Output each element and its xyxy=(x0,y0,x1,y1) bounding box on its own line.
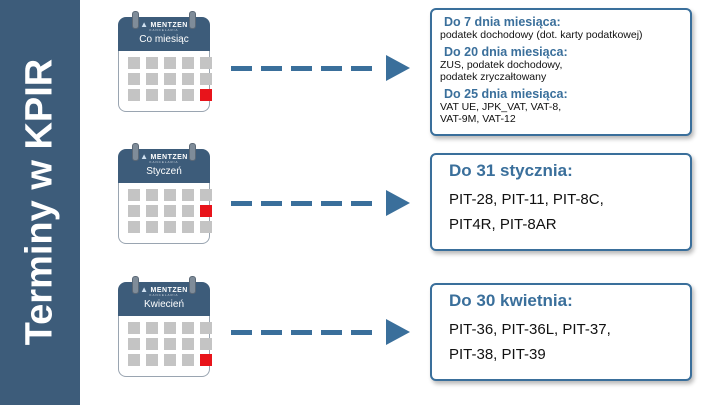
calendar-ring-icon xyxy=(189,11,196,29)
day-cell xyxy=(146,322,158,334)
deadline-text: podatek zryczałtowany xyxy=(440,71,547,83)
day-cell xyxy=(182,205,194,217)
day-cell xyxy=(164,322,176,334)
day-cell xyxy=(164,354,176,366)
calendar-ring-icon xyxy=(132,143,139,161)
day-cell xyxy=(146,221,158,233)
day-cell xyxy=(128,354,140,366)
day-cell xyxy=(146,57,158,69)
day-cell xyxy=(164,89,176,101)
day-cell xyxy=(128,338,140,350)
day-cell xyxy=(164,338,176,350)
day-cell xyxy=(182,338,194,350)
deadline-text: PIT-28, PIT-11, PIT-8C, xyxy=(449,191,604,208)
day-cell xyxy=(164,73,176,85)
deadline-heading: Do 20 dnia miesiąca: xyxy=(444,44,568,59)
day-cell xyxy=(146,338,158,350)
day-cell xyxy=(164,205,176,217)
calendar-ring-icon xyxy=(132,276,139,294)
day-cell xyxy=(182,57,194,69)
dashed-arrow-line xyxy=(231,201,372,206)
deadline-heading: Do 30 kwietnia: xyxy=(449,291,573,310)
day-cell xyxy=(146,354,158,366)
calendar-label: Styczeń xyxy=(146,166,182,177)
day-cell xyxy=(182,322,194,334)
deadline-heading: Do 31 stycznia: xyxy=(449,161,573,180)
day-cell xyxy=(200,338,212,350)
calendar-ring-icon xyxy=(189,143,196,161)
sidebar: Terminy w KPIR xyxy=(0,0,80,405)
day-cell xyxy=(200,221,212,233)
day-cell xyxy=(182,89,194,101)
day-cell xyxy=(128,189,140,201)
day-cell xyxy=(128,57,140,69)
deadline-text: VAT-9M, VAT-12 xyxy=(440,113,516,125)
day-cell xyxy=(146,189,158,201)
logo-mark-icon: ▲ xyxy=(140,285,149,294)
deadline-text: VAT UE, JPK_VAT, VAT-8, xyxy=(440,100,562,113)
calendar-body xyxy=(118,183,212,244)
day-cell xyxy=(200,322,212,334)
day-cell xyxy=(182,221,194,233)
day-cell xyxy=(200,57,212,69)
deadline-text: PIT-38, PIT-39 xyxy=(449,346,546,363)
day-cell xyxy=(146,73,158,85)
calendar-body xyxy=(118,316,212,377)
day-cell xyxy=(200,73,212,85)
dashed-arrow-line xyxy=(231,330,372,335)
calendar-ring-icon xyxy=(189,276,196,294)
deadline-text: podatek dochodowy (dot. karty podatkowej… xyxy=(440,29,643,41)
calendar-label: Co miesiąc xyxy=(139,34,189,45)
monthly-deadlines-box: Do 7 dnia miesiąca: podatek dochodowy (d… xyxy=(430,8,692,136)
april-deadlines-box: Do 30 kwietnia: PIT-36, PIT-36L, PIT-37,… xyxy=(430,283,692,381)
deadline-text: PIT4R, PIT-8AR xyxy=(449,216,557,233)
highlighted-day-cell xyxy=(200,205,212,217)
arrow-head-icon xyxy=(386,55,410,81)
deadline-text: PIT-36, PIT-36L, PIT-37, xyxy=(449,321,611,338)
calendar-grid xyxy=(128,57,212,101)
deadline-heading: Do 7 dnia miesiąca: xyxy=(444,15,561,29)
calendar-ring-icon xyxy=(132,11,139,29)
day-cell xyxy=(182,189,194,201)
calendar-body xyxy=(118,51,212,112)
day-cell xyxy=(164,221,176,233)
day-cell xyxy=(164,57,176,69)
calendar-grid xyxy=(128,189,212,233)
highlighted-day-cell xyxy=(200,89,212,101)
deadline-heading: Do 25 dnia miesiąca: xyxy=(444,86,568,101)
highlighted-day-cell xyxy=(200,354,212,366)
day-cell xyxy=(182,354,194,366)
deadline-text: ZUS, podatek dochodowy, xyxy=(440,58,563,71)
day-cell xyxy=(128,73,140,85)
arrow-head-icon xyxy=(386,190,410,216)
day-cell xyxy=(128,221,140,233)
dashed-arrow-line xyxy=(231,66,372,71)
day-cell xyxy=(146,205,158,217)
day-cell xyxy=(200,189,212,201)
calendar-grid xyxy=(128,322,212,366)
arrow-head-icon xyxy=(386,319,410,345)
sidebar-title: Terminy w KPIR xyxy=(18,58,61,346)
day-cell xyxy=(128,205,140,217)
logo-mark-icon: ▲ xyxy=(140,152,149,161)
january-deadlines-box: Do 31 stycznia: PIT-28, PIT-11, PIT-8C, … xyxy=(430,153,692,251)
day-cell xyxy=(146,89,158,101)
day-cell xyxy=(164,189,176,201)
calendar-label: Kwiecień xyxy=(143,299,185,310)
day-cell xyxy=(128,322,140,334)
day-cell xyxy=(128,89,140,101)
logo-mark-icon: ▲ xyxy=(140,20,149,29)
day-cell xyxy=(182,73,194,85)
